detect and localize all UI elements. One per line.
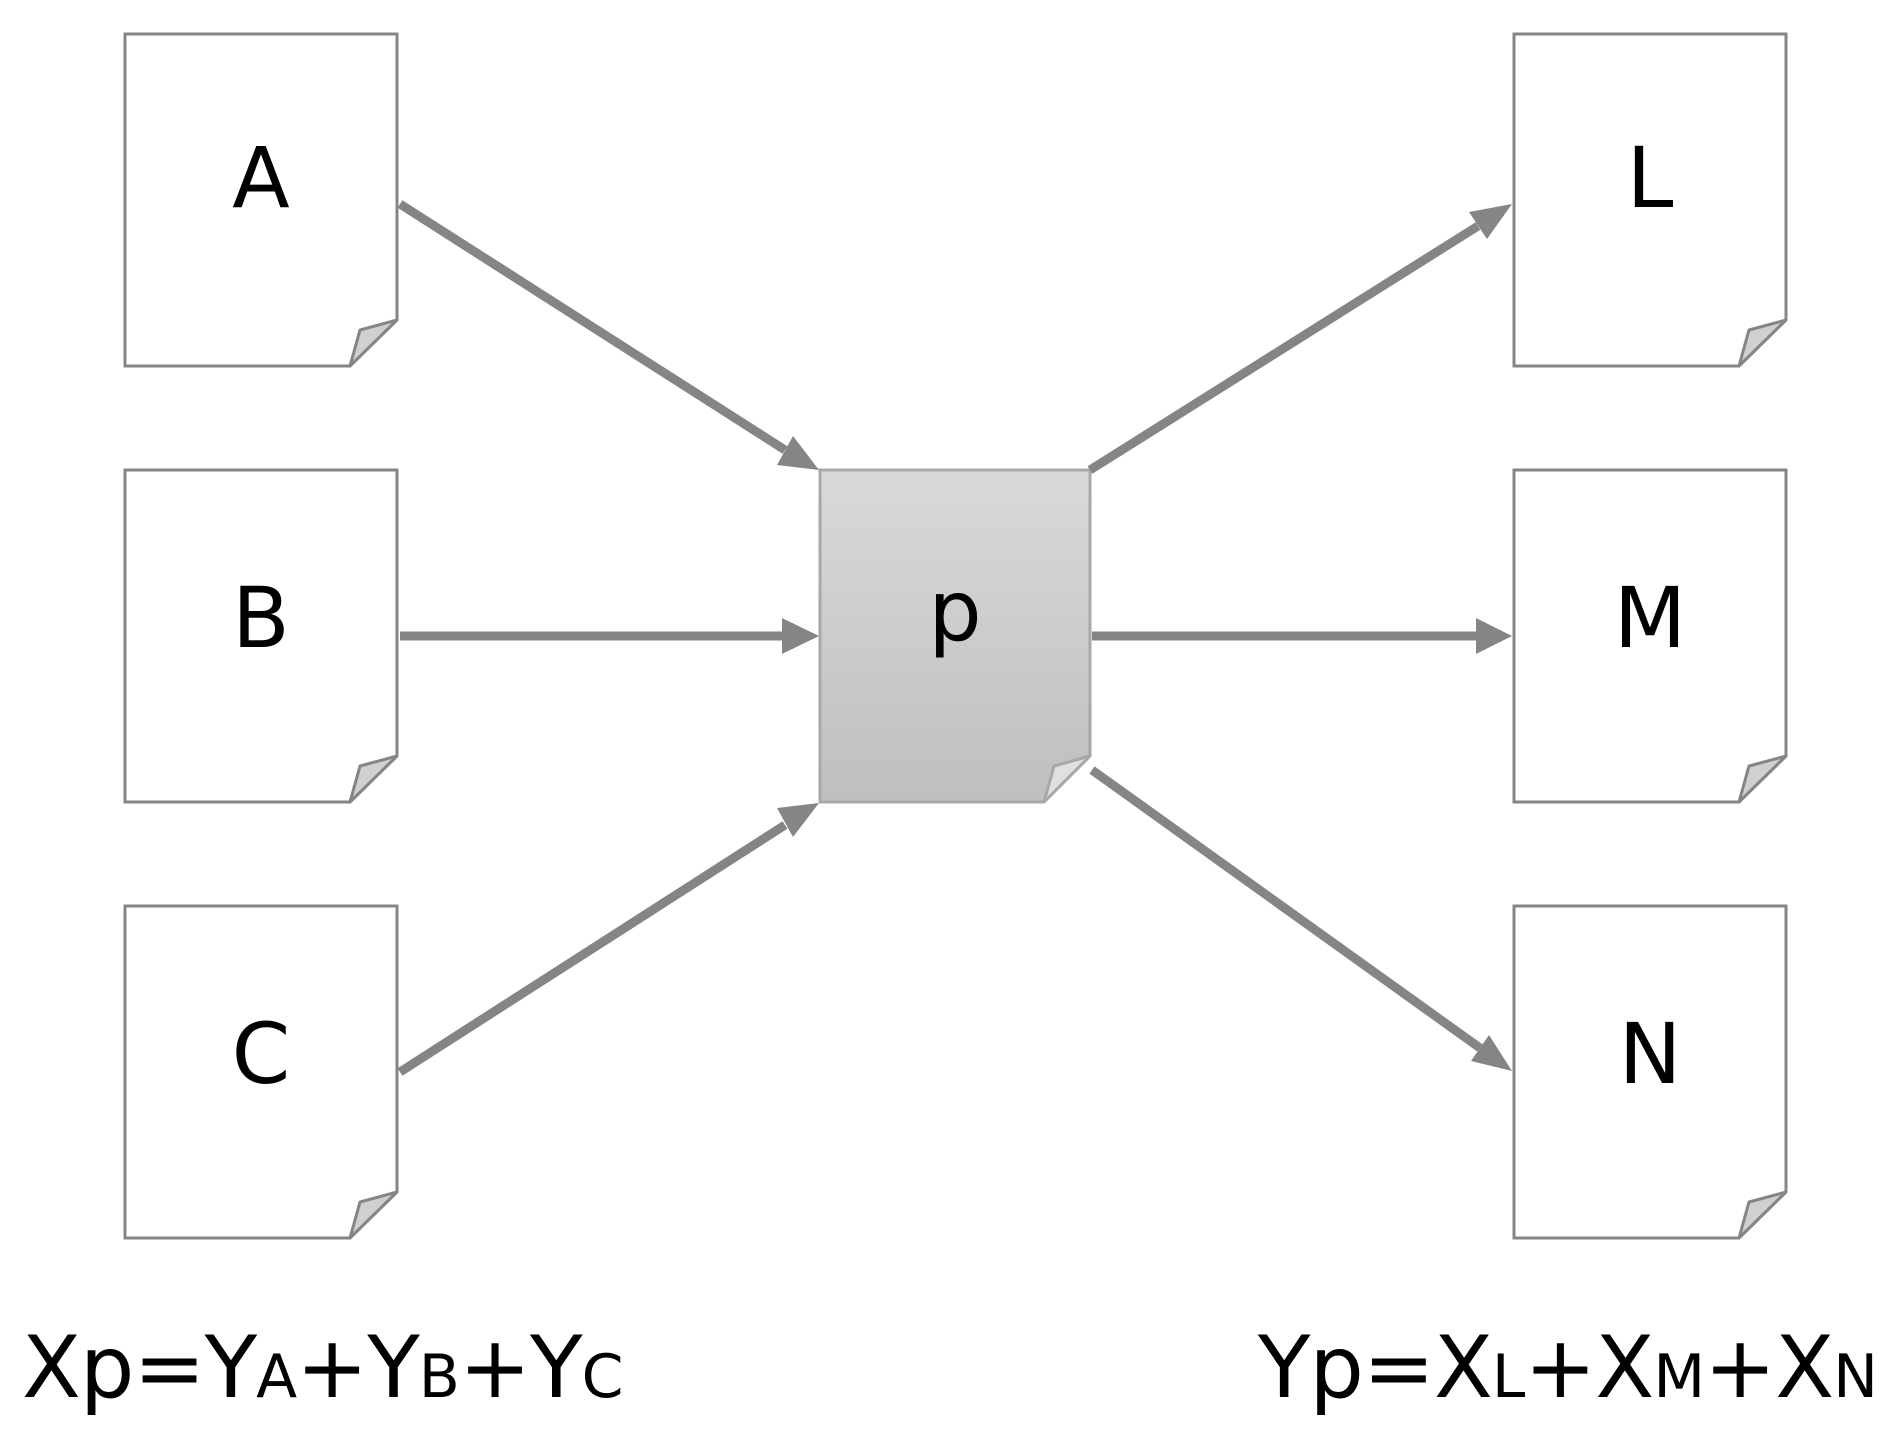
formula-xp-term-a-base: Y <box>204 1318 258 1418</box>
output-document-m: M <box>1512 468 1788 804</box>
arrow-b-to-p <box>400 618 819 654</box>
arrow-p-to-n <box>1089 766 1512 1071</box>
input-document-b: B <box>123 468 399 804</box>
formula-yp-term-m-base: X <box>1595 1318 1654 1418</box>
formula-xp-plus-2: + <box>458 1318 531 1418</box>
formula-xp-term-b-sub: B <box>418 1342 460 1412</box>
node-label-b: B <box>232 569 290 667</box>
arrow-p-to-l <box>1087 204 1512 474</box>
formula-yp-term-l-sub: L <box>1491 1342 1525 1412</box>
formula-yp-term-n-base: X <box>1775 1318 1834 1418</box>
formula-yp-term-m-sub: M <box>1653 1342 1705 1412</box>
formula-xp-term-b-base: Y <box>367 1318 420 1418</box>
formula-xp-term-c-base: Y <box>530 1318 583 1418</box>
formula-xp: Xp=YA+YB+YC <box>22 1325 624 1412</box>
formula-yp-lhs: Yp= <box>1257 1318 1435 1418</box>
formula-yp: Yp=XL+XM+XN <box>1258 1325 1878 1412</box>
node-label-n: N <box>1619 1005 1682 1103</box>
formula-yp-plus-2: + <box>1704 1318 1776 1418</box>
formula-xp-plus-1: + <box>296 1318 368 1418</box>
node-label-p: p <box>928 562 981 660</box>
formula-yp-term-l-base: X <box>1434 1318 1493 1418</box>
input-document-c: C <box>123 904 399 1240</box>
input-document-a: A <box>123 32 399 368</box>
formula-yp-term-n-sub: N <box>1833 1342 1878 1412</box>
node-label-c: C <box>232 1005 291 1103</box>
output-document-l: L <box>1512 32 1788 368</box>
output-document-n: N <box>1512 904 1788 1240</box>
center-document-p: p <box>818 468 1092 804</box>
arrow-p-to-m <box>1092 618 1512 654</box>
arrow-c-to-p <box>397 803 819 1076</box>
node-label-a: A <box>232 129 289 227</box>
formula-xp-lhs: Xp= <box>22 1318 206 1418</box>
formula-xp-term-a-sub: A <box>256 1342 297 1412</box>
node-label-l: L <box>1627 129 1674 227</box>
formula-yp-plus-1: + <box>1524 1318 1596 1418</box>
node-label-m: M <box>1614 569 1686 667</box>
formula-xp-term-c-sub: C <box>581 1342 624 1412</box>
arrow-a-to-p <box>397 200 819 470</box>
